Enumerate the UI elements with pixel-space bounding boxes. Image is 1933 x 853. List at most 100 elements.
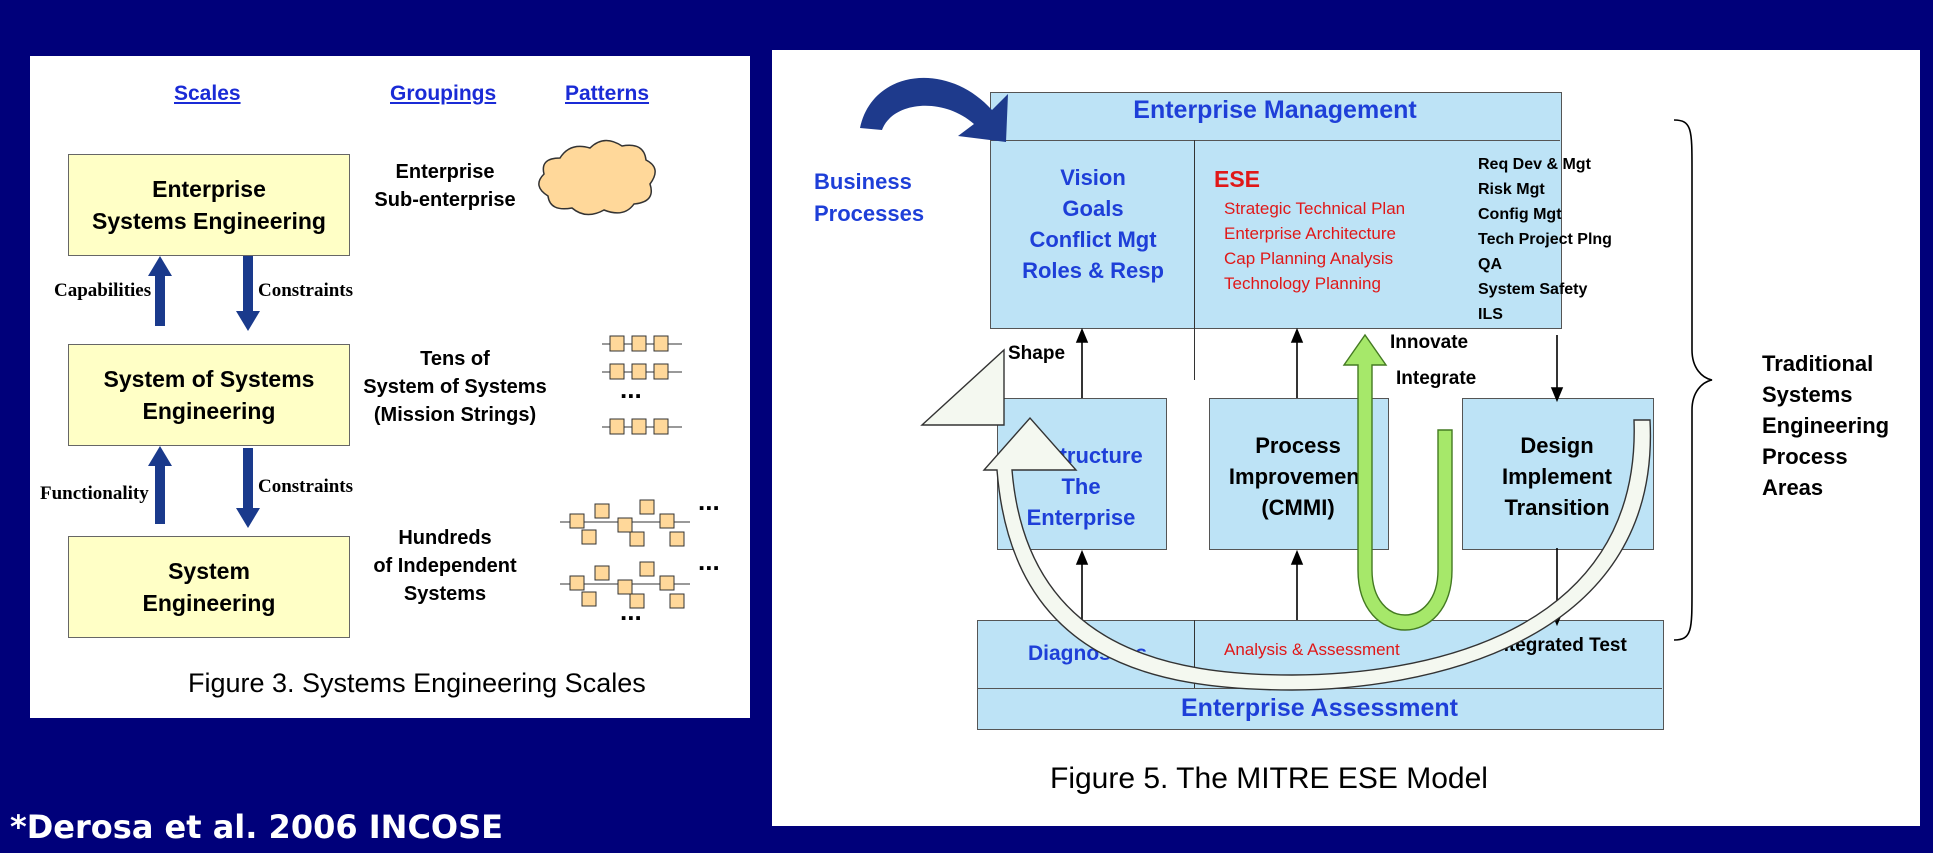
citation-footnote: *Derosa et al. 2006 INCOSE — [10, 808, 504, 846]
enterprise-management-box — [990, 92, 1562, 329]
grouping-enterprise: Enterprise Sub-enterprise — [360, 158, 530, 214]
ellipsis: ... — [620, 596, 642, 626]
grouping-line: System of Systems — [363, 376, 547, 398]
down-arrow — [236, 448, 260, 528]
grouping-line: Enterprise — [395, 161, 495, 183]
down-arrow — [236, 256, 260, 331]
mgmt-items: Req Dev & Mgt Risk Mgt Config Mgt Tech P… — [1478, 152, 1612, 327]
constraints-label-1: Constraints — [258, 280, 354, 301]
grouping-line: (Mission Strings) — [373, 404, 537, 426]
grouping-line: Systems — [403, 583, 487, 605]
header-scales: Scales — [174, 82, 241, 105]
mgmt-item: Tech Project Plng — [1478, 231, 1612, 248]
capabilities-label: Capabilities — [54, 280, 152, 301]
innovate-arrow — [1342, 333, 1453, 631]
header-groupings: Groupings — [390, 82, 497, 105]
mitre-ese-figure: Enterprise Management Business Processes… — [772, 50, 1920, 826]
label-line: The — [1061, 474, 1101, 499]
ese-arrows — [860, 77, 1713, 691]
vision-item: Conflict Mgt — [1029, 227, 1157, 252]
grouping-line: Hundreds — [398, 527, 492, 549]
label-line: Business — [814, 169, 912, 194]
constraints-label-2: Constraints — [258, 476, 354, 497]
grouping-independent: Hundreds of Independent Systems — [360, 524, 530, 608]
arrowhead — [1290, 549, 1304, 565]
label-line: Improvement — [1228, 464, 1368, 489]
figure3-caption: Figure 3. Systems Engineering Scales — [188, 668, 646, 698]
box-line: Engineering — [142, 398, 276, 424]
grouping-line: of Independent — [373, 555, 517, 577]
box-line: Engineering — [142, 590, 276, 616]
analysis-label: Analysis & Assessment — [1224, 640, 1400, 659]
enterprise-management-title: Enterprise Management — [1133, 96, 1417, 124]
up-arrow — [148, 256, 172, 326]
label-line: Systems — [1762, 382, 1853, 407]
grouping-line: Sub-enterprise — [374, 189, 516, 211]
label-line: Traditional — [1762, 351, 1874, 376]
label-line: Enterprise — [1026, 505, 1136, 530]
enterprise-assessment-title: Enterprise Assessment — [1181, 694, 1458, 722]
ellipsis: ... — [620, 374, 642, 404]
design-label: Design Implement Transition — [1462, 430, 1652, 523]
business-arrow — [860, 77, 1008, 142]
ese-item: Strategic Technical Plan — [1224, 199, 1406, 218]
independent-systems-icon — [560, 499, 690, 609]
ese-item: Cap Planning Analysis — [1224, 249, 1394, 268]
cycle-arrow — [982, 416, 1651, 691]
vision-item: Vision — [1060, 165, 1126, 190]
label-line: Processes — [814, 201, 925, 226]
arrowhead — [1075, 327, 1089, 343]
grouping-line: Tens of — [420, 348, 490, 370]
cycle-arrow-head — [920, 348, 1005, 426]
shape-label: Shape — [1008, 343, 1066, 364]
scale-arrows — [148, 139, 690, 609]
mgmt-item: ILS — [1478, 306, 1503, 323]
cloud-icon — [538, 139, 656, 216]
vision-list: Vision Goals Conflict Mgt Roles & Resp — [994, 162, 1192, 286]
vision-item: Roles & Resp — [1022, 258, 1164, 283]
mgmt-item: Req Dev & Mgt — [1478, 156, 1591, 173]
label-line: Process — [1255, 433, 1341, 458]
label-line: Transition — [1504, 495, 1610, 520]
mission-strings-icon — [602, 335, 682, 435]
mgmt-item: System Safety — [1478, 281, 1588, 298]
ese-title: ESE — [1214, 166, 1261, 192]
right-brace — [1673, 119, 1713, 641]
innovate-label: Innovate — [1390, 332, 1469, 353]
up-arrow — [148, 446, 172, 524]
integrate-label: Integrate — [1396, 368, 1477, 389]
integrated-test-label: Integrated Test — [1492, 635, 1627, 656]
label-line: Design — [1520, 433, 1594, 458]
functionality-label: Functionality — [40, 483, 149, 504]
business-processes-label: Business Processes — [814, 166, 924, 230]
box-line: Enterprise — [152, 176, 266, 202]
em-divider — [1194, 140, 1195, 380]
mgmt-item: QA — [1478, 256, 1502, 273]
em-title-row — [990, 92, 1560, 141]
ese-item: Technology Planning — [1224, 274, 1381, 293]
ellipsis: ... — [698, 546, 720, 576]
ese-items: Strategic Technical Plan Enterprise Arch… — [1224, 196, 1405, 296]
label-line: Areas — [1762, 475, 1824, 500]
arrowhead — [1075, 549, 1089, 565]
mgmt-item: Config Mgt — [1478, 206, 1562, 223]
grouping-sos: Tens of System of Systems (Mission Strin… — [360, 345, 550, 429]
arrowhead — [1290, 327, 1304, 343]
box-line: System — [168, 558, 250, 584]
label-line: Process — [1762, 444, 1848, 469]
ea-divider-v — [1194, 620, 1195, 688]
ellipsis: ... — [698, 486, 720, 516]
label-line: Implement — [1501, 464, 1613, 489]
box-line: System of Systems — [103, 366, 315, 392]
vision-item: Goals — [1062, 196, 1124, 221]
mgmt-item: Risk Mgt — [1478, 181, 1545, 198]
traditional-se-label: Traditional Systems Engineering Process … — [1762, 348, 1889, 503]
figure5-caption: Figure 5. The MITRE ESE Model — [1050, 762, 1488, 795]
ese-item: Enterprise Architecture — [1224, 224, 1396, 243]
label-line: Engineering — [1762, 413, 1890, 438]
box-line: Systems Engineering — [92, 208, 326, 234]
